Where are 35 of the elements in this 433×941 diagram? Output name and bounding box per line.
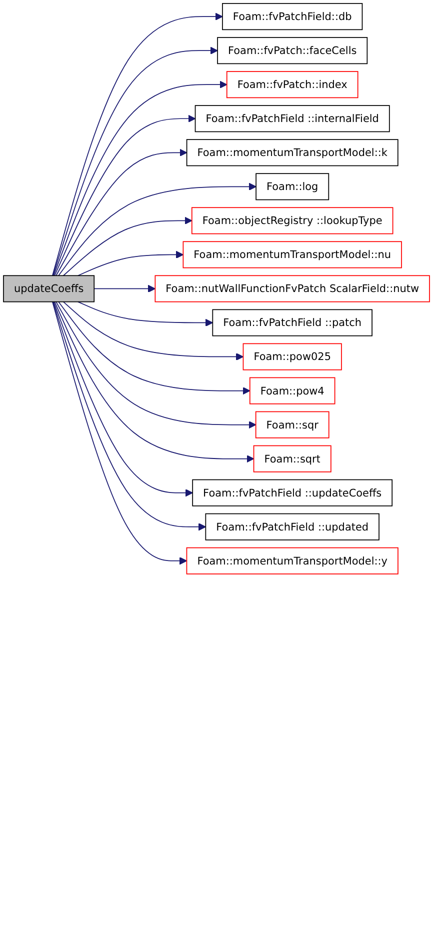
node-box: Foam::fvPatchField::db	[222, 3, 363, 30]
arrow	[52, 12, 223, 276]
arrow	[56, 148, 188, 276]
node-box: Foam::pow025	[242, 343, 342, 370]
arrow	[52, 301, 188, 565]
node-box: Foam::sqr	[255, 411, 330, 438]
arrow	[58, 182, 256, 276]
arrow	[56, 301, 256, 429]
node-box: Foam::nutWallFunctionFvPatch ScalarField::nutw	[154, 275, 430, 302]
arrow	[62, 216, 192, 276]
arrow	[53, 301, 193, 497]
arrow	[78, 301, 213, 327]
node-box: Foam::sqrt	[253, 445, 332, 472]
node-box: Foam::fvPatchField ::updated	[205, 513, 380, 540]
node-box: Foam::momentumTransportModel::y	[186, 547, 398, 574]
arrow	[52, 301, 206, 531]
node-box: Foam::fvPatchField ::internalField	[194, 105, 390, 132]
node-box: updateCoeffs	[3, 275, 95, 302]
node-box: Foam::fvPatchField ::patch	[212, 309, 372, 336]
node-box: Foam::objectRegistry ::lookupType	[191, 207, 394, 234]
arrow	[54, 114, 196, 276]
arrow	[94, 284, 156, 293]
arrow	[62, 301, 244, 361]
node-box: Foam::momentumTransportModel::k	[186, 139, 398, 166]
arrow	[54, 301, 254, 463]
arrow	[78, 250, 184, 276]
arrow	[52, 46, 218, 276]
node-box: Foam::fvPatch::index	[226, 71, 358, 98]
arrow	[58, 301, 250, 395]
node-box: Foam::momentumTransportModel::nu	[182, 241, 402, 268]
node-box: Foam::fvPatch::faceCells	[217, 37, 368, 64]
node-box: Foam::log	[256, 173, 330, 200]
node-box: Foam::fvPatchField ::updateCoeffs	[192, 479, 393, 506]
arrow	[53, 80, 228, 276]
node-box: Foam::pow4	[249, 377, 336, 404]
